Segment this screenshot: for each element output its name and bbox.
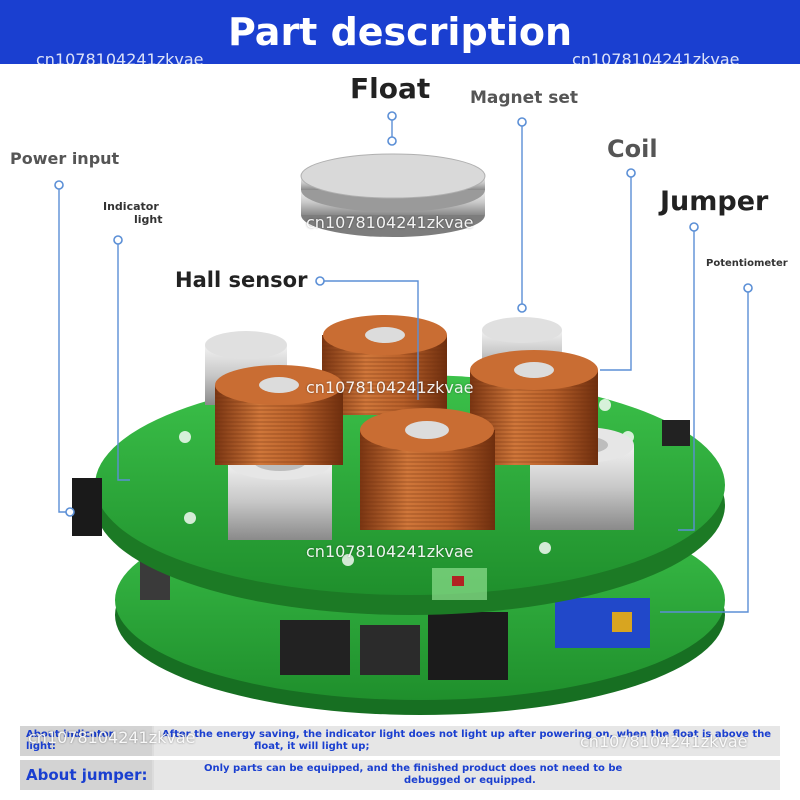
callout-dots — [54, 111, 753, 517]
watermark-lower: cn1078104241zkvae — [306, 542, 474, 561]
watermark-bottom-left: cn1078104241zkvae — [28, 728, 196, 747]
indicator-body-line1: After the energy saving, the indicator l… — [162, 729, 772, 740]
label-power-input: Power input — [10, 149, 120, 168]
indicator-head-line1: About indicator — [26, 729, 114, 740]
label-indicator-light-line1: Indicator — [103, 200, 159, 213]
indicator-body-line2: float, it will light up; — [254, 741, 370, 752]
info-row-jumper: About jumper: Only parts can be equipped… — [20, 760, 780, 790]
coil-center-back — [322, 315, 447, 415]
indicator-head-line2: light: — [26, 741, 56, 752]
label-jumper: Jumper — [660, 186, 769, 217]
watermark-top-right: cn1078104241zkvae — [572, 50, 740, 69]
watermark-center: cn1078104241zkvae — [306, 378, 474, 397]
info-table: About indicator light: After the energy … — [20, 726, 780, 790]
label-potentiometer: Potentiometer — [706, 258, 788, 269]
jumper-head: About jumper: — [26, 766, 148, 784]
info-row-indicator: About indicator light: After the energy … — [20, 726, 780, 756]
coil-left — [215, 365, 343, 465]
float-magnet — [300, 153, 486, 237]
watermark-top-left: cn1078104241zkvae — [36, 50, 204, 69]
label-float: Float — [350, 72, 431, 105]
watermark-bottom-right: cn1078104241zkvae — [580, 732, 748, 751]
header-banner: Part description — [0, 0, 800, 64]
jumper-body-line2: debugged or equipped. — [404, 775, 536, 786]
label-coil: Coil — [607, 135, 658, 163]
jumper-body-line1: Only parts can be equipped, and the fini… — [204, 763, 623, 774]
label-hall-sensor: Hall sensor — [175, 268, 308, 292]
info-row-jumper-head: About jumper: — [20, 760, 152, 790]
page-title: Part description — [227, 10, 573, 54]
watermark-float: cn1078104241zkvae — [306, 213, 474, 232]
info-row-indicator-head: About indicator light: — [20, 726, 152, 756]
info-row-jumper-body: Only parts can be equipped, and the fini… — [154, 760, 780, 790]
label-magnet-set: Magnet set — [470, 88, 579, 108]
label-indicator-light-line2: light — [134, 213, 163, 226]
coil-center-front — [360, 408, 495, 530]
info-row-indicator-body: After the energy saving, the indicator l… — [154, 726, 780, 756]
